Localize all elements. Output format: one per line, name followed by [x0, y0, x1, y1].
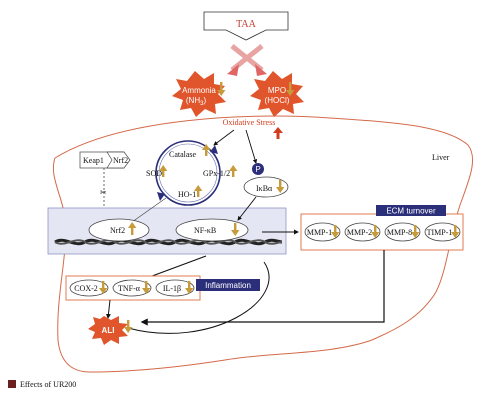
ammonia-close: ): [203, 96, 206, 105]
ecm-to-ali-arrow: [140, 250, 385, 326]
nfkb-label: NF-κB: [194, 226, 216, 235]
taa-split-arrows: [227, 44, 267, 76]
inflammation-banner: [196, 279, 260, 291]
inflammation-item: TNF-α: [112, 279, 152, 297]
ecm-down-arrow: [331, 225, 340, 238]
ecm-label: MMP-8: [387, 228, 412, 237]
mpo-node: MPO (HOCl): [250, 71, 304, 117]
nrf2-up-arrow: [128, 222, 137, 235]
ikba-label: IκBα: [256, 184, 273, 193]
ali-down-arrow: [124, 320, 133, 333]
ikba-node: [243, 176, 289, 198]
ecm-label: MMP-2: [347, 228, 372, 237]
sod-up-arrow: [159, 165, 168, 177]
ammonia-subscript: 3: [200, 101, 204, 107]
gpx-label: GPx-1/2: [203, 169, 230, 178]
liver-outline: [53, 115, 474, 373]
ali-feedback-loop: [127, 261, 270, 334]
ecm-item: MMP-2: [344, 222, 381, 242]
ammonia-formula: (NH: [186, 96, 200, 105]
cycle-to-nrf2-line: [131, 197, 167, 223]
ikba-down-arrow: [276, 180, 285, 193]
oxidative-stress-up-arrow: [273, 127, 283, 139]
svg-text:Nrf2: Nrf2: [113, 156, 128, 165]
ecm-down-arrow: [371, 225, 380, 238]
legend-label: Effects of UR200: [20, 380, 76, 389]
ali-node: ALI: [88, 316, 133, 345]
inflammation-down-arrow: [185, 281, 194, 294]
ecm-label: MMP-1: [307, 228, 332, 237]
svg-text:Ammonia: Ammonia: [182, 86, 216, 95]
ho1-up-arrow: [194, 185, 203, 197]
ikba-to-nfkb-arrow: [237, 196, 257, 221]
phospho-circle: [252, 163, 264, 175]
inflammation-label: TNF-α: [118, 284, 141, 293]
svg-text:(NH3): (NH3): [186, 96, 207, 107]
ammonia-down-arrow: [217, 82, 226, 96]
nfkb-node: [175, 218, 249, 242]
catalase-up-arrow: [202, 144, 211, 156]
inflammation-label: COX-2: [74, 284, 98, 293]
legend-swatch: [8, 380, 16, 388]
scissor-icon: ✂: [100, 188, 107, 197]
nfkb-down-arrow: [231, 223, 240, 236]
nrf2-nucleus-label: Nrf2: [110, 226, 125, 235]
mpo-down-arrow: [286, 82, 295, 96]
ox-to-catalase-arrow: [213, 129, 235, 146]
sod-label: SOD: [146, 169, 162, 178]
nrf2-nucleus-node: [88, 218, 150, 242]
ammonia-node: Ammonia (NH3): [172, 71, 226, 117]
taa-node: TAA: [203, 11, 289, 41]
oxidative-stress-label: Oxidative Stress: [223, 118, 276, 127]
liver-label: Liver: [432, 153, 450, 162]
inflammation-label: IL-1β: [163, 284, 181, 293]
keap1-nrf2-complex: Keap1 Nrf2: [79, 151, 131, 169]
inflammation-items: COX-2 TNF-α IL-1β: [69, 279, 195, 297]
inflammation-title: Inflammation: [205, 281, 251, 290]
antioxidant-cycle: [155, 140, 221, 206]
ecm-item: TIMP-1: [424, 222, 461, 242]
ho1-label: HO-1: [178, 190, 196, 199]
ecm-down-arrow: [411, 225, 420, 238]
inflammation-item: COX-2: [69, 279, 109, 297]
nucleus-region: [47, 207, 287, 255]
ecm-item: MMP-1: [304, 222, 341, 242]
ecm-banner: [376, 205, 446, 216]
gpx-up-arrow: [229, 165, 238, 177]
inflammation-item: IL-1β: [155, 279, 195, 297]
inflammation-down-arrow: [99, 281, 108, 294]
svg-text:ALI: ALI: [102, 326, 115, 335]
catalase-label: Catalase: [169, 150, 197, 159]
svg-text:MPO: MPO: [268, 86, 286, 95]
inflammation-down-arrow: [142, 281, 151, 294]
phospho-label: P: [255, 165, 260, 174]
ox-to-ikba-arrow: [245, 129, 258, 164]
ecm-item: MMP-8: [384, 222, 421, 242]
ecm-items: MMP-1 MMP-2 MMP-8 TIMP-1: [304, 222, 461, 242]
ecm-down-arrow: [451, 225, 460, 238]
inflammation-to-ali-arrow: [105, 299, 111, 319]
svg-text:Keap1: Keap1: [83, 156, 104, 165]
svg-text:(HOCl): (HOCl): [265, 96, 290, 105]
ecm-label: TIMP-1: [427, 228, 453, 237]
svg-text:TAA: TAA: [236, 19, 257, 30]
ecm-title: ECM turnover: [386, 207, 436, 216]
